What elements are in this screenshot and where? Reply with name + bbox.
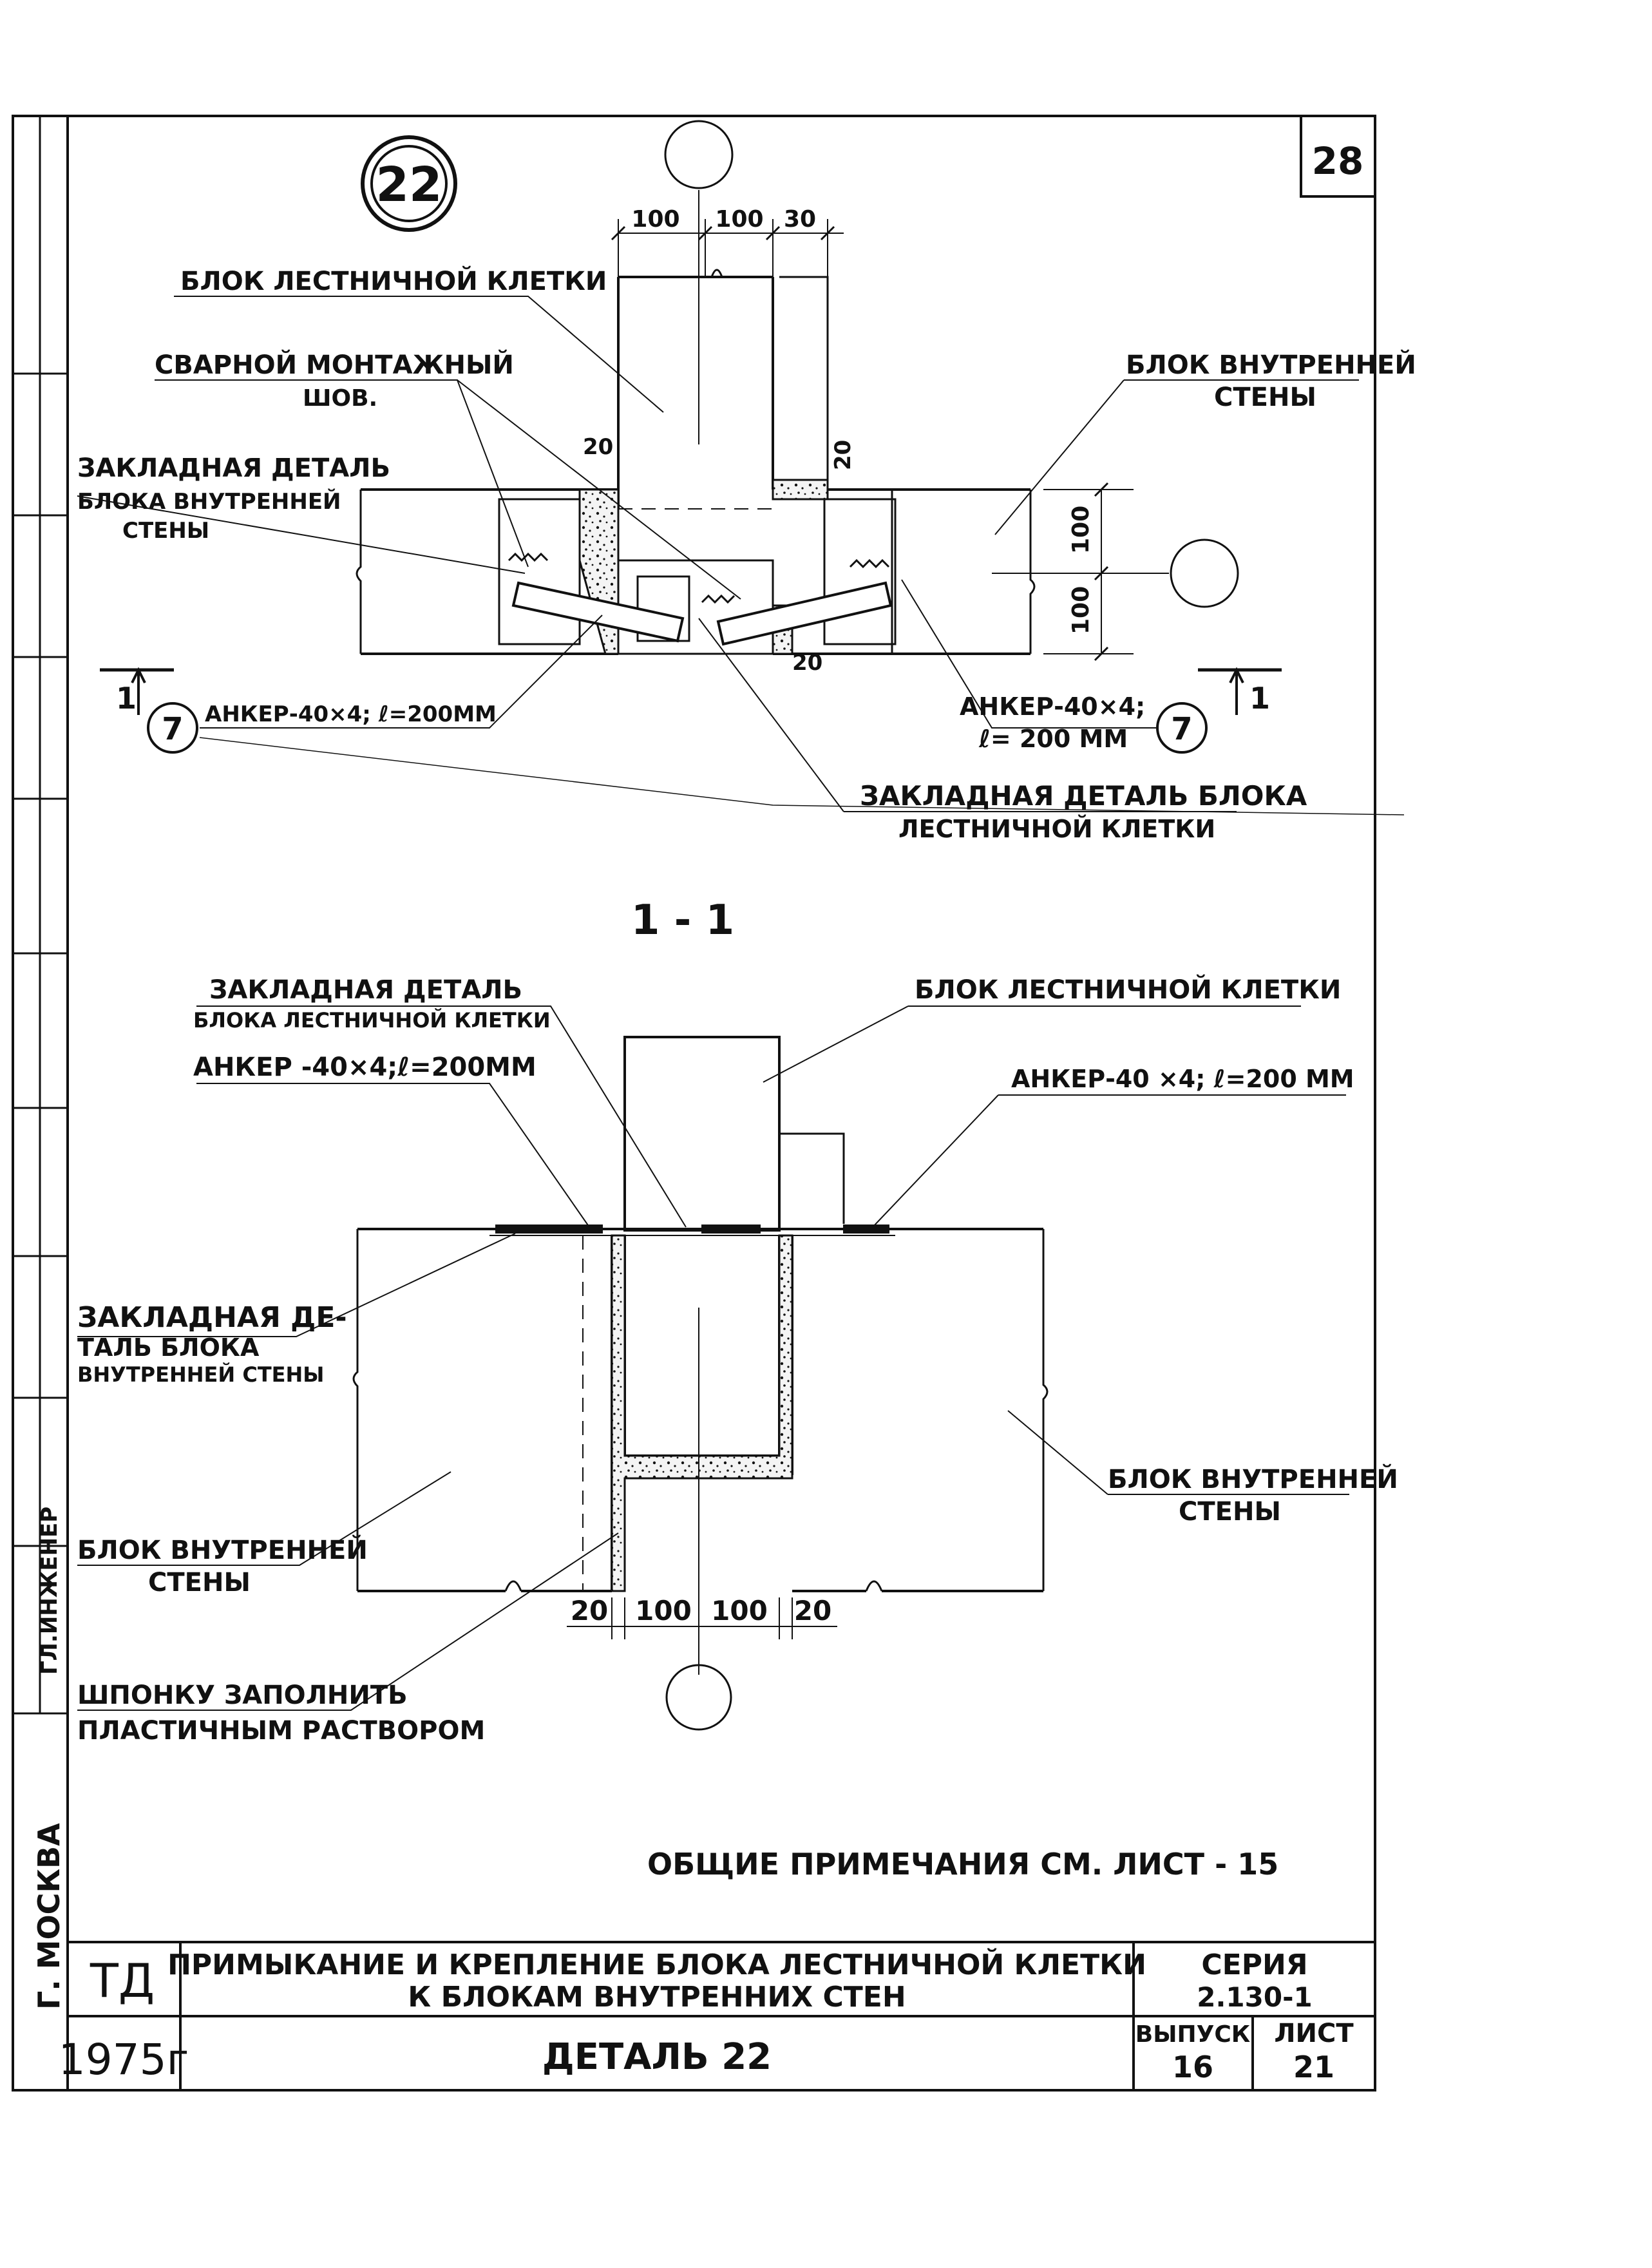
sec-dim-4: 20 (794, 1595, 831, 1626)
sec-label-embed-inner-3: ВНУТРЕННЕЙ СТЕНЫ (77, 1362, 324, 1387)
sec-dim-2: 100 (635, 1595, 692, 1626)
label-inner-wall-1: БЛОК ВНУТРЕННЕЙ (1126, 349, 1416, 380)
tb-series-value: 2.130-1 (1197, 1981, 1313, 2013)
dim-20-a: 20 (583, 434, 613, 460)
axis-circle-bottom (665, 1664, 732, 1731)
sec-label-inner-right-2: СТЕНЫ (1179, 1497, 1281, 1527)
dim-right-1: 100 (1068, 506, 1094, 554)
label-stair-block: БЛОК ЛЕСТНИЧНОЙ КЛЕТКИ (180, 265, 607, 296)
callout-7-left: 7 (162, 711, 183, 747)
tb-issue-label: ВЫПУСК (1135, 2021, 1250, 2048)
sec-label-embed-inner-2: ТАЛЬ БЛОКА (77, 1333, 260, 1362)
section-mark-left: 1 (116, 681, 137, 716)
dim-20-c: 20 (792, 650, 822, 676)
tb-org: ТД (90, 1954, 155, 2008)
label-weld-2: ШОВ. (303, 385, 377, 412)
tb-subtitle: ДЕТАЛЬ 22 (542, 2036, 772, 2078)
page-number-box: 28 (1300, 115, 1376, 198)
label-anchor-left: АНКЕР-40×4; ℓ=200ММ (205, 701, 497, 727)
tb-sheet-value: 21 (1293, 2050, 1334, 2084)
title-block-text: ТД 1975г ПРИМЫКАНИЕ И КРЕПЛЕНИЕ БЛОКА ЛЕ… (59, 1947, 1354, 2084)
plan-view (77, 120, 1405, 815)
sec-label-inner-left-1: БЛОК ВНУТРЕННЕЙ (77, 1534, 368, 1565)
sheet-frame (12, 115, 1376, 2092)
detail-number: 22 (376, 157, 442, 213)
label-embed-stair-1: ЗАКЛАДНАЯ ДЕТАЛЬ БЛОКА (860, 780, 1307, 812)
label-inner-wall-2: СТЕНЫ (1214, 383, 1316, 412)
sec-dim-3: 100 (711, 1595, 768, 1626)
callout-7-right: 7 (1171, 711, 1192, 747)
label-embed-inner-1: ЗАКЛАДНАЯ ДЕТАЛЬ (77, 453, 390, 483)
dim-top-2: 100 (715, 206, 763, 233)
title-block (68, 1941, 1375, 2090)
side-role: ГЛ.ИНЖЕНЕР (37, 1507, 62, 1675)
label-weld-1: СВАРНОЙ МОНТАЖНЫЙ (155, 349, 514, 380)
axis-circle-right (1170, 538, 1239, 608)
plan-view-labels: 100 100 30 20 20 20 100 100 1 1 7 7 БЛОК… (77, 206, 1416, 843)
sec-label-embed-inner-1: ЗАКЛАДНАЯ ДЕ- (77, 1301, 347, 1334)
sec-dim-1: 20 (571, 1595, 608, 1626)
sec-label-anchor-right: АНКЕР-40 ×4; ℓ=200 ММ (1011, 1065, 1354, 1093)
section-mark-right: 1 (1249, 681, 1270, 716)
tb-series-label: СЕРИЯ (1201, 1949, 1307, 1981)
sec-label-key-1: ШПОНКУ ЗАПОЛНИТЬ (77, 1681, 408, 1710)
label-embed-inner-2: БЛОКА ВНУТРЕННЕЙ (77, 488, 341, 515)
section-title: 1 - 1 (631, 897, 734, 944)
dim-top-3: 30 (784, 206, 816, 233)
label-embed-inner-3: СТЕНЫ (122, 518, 209, 544)
sec-label-inner-right-1: БЛОК ВНУТРЕННЕЙ (1108, 1463, 1398, 1494)
tb-sheet-label: ЛИСТ (1274, 2019, 1354, 2048)
general-notes: ОБЩИЕ ПРИМЕЧАНИЯ СМ. ЛИСТ - 15 (647, 1847, 1278, 1882)
detail-callout: 22 (361, 135, 457, 232)
label-embed-stair-2: ЛЕСТНИЧНОЙ КЛЕТКИ (898, 815, 1215, 843)
sec-label-embed-stair-1: ЗАКЛАДНАЯ ДЕТАЛЬ (209, 975, 522, 1005)
sec-label-embed-stair-2: БЛОКА ЛЕСТНИЧНОЙ КЛЕТКИ (193, 1008, 551, 1033)
side-city: Г. МОСКВА (32, 1823, 66, 2010)
sec-label-key-2: ПЛАСТИЧНЫМ РАСТВОРОМ (77, 1716, 485, 1746)
tb-year: 1975г (59, 2035, 189, 2084)
dim-top-1: 100 (631, 206, 679, 233)
section-view (77, 1005, 1349, 1731)
side-strip (13, 116, 68, 1715)
label-anchor-right-1: АНКЕР-40×4; (960, 692, 1145, 721)
section-view-labels: ЗАКЛАДНАЯ ДЕТАЛЬ БЛОКА ЛЕСТНИЧНОЙ КЛЕТКИ… (77, 974, 1398, 1746)
label-anchor-right-2: ℓ= 200 ММ (978, 725, 1128, 753)
tb-issue-value: 16 (1172, 2050, 1213, 2084)
page-number: 28 (1312, 139, 1364, 183)
tb-title-2: К БЛОКАМ ВНУТРЕННИХ СТЕН (408, 1981, 906, 2014)
axis-circle-top (664, 120, 734, 189)
sec-label-anchor-left: АНКЕР -40×4;ℓ=200ММ (193, 1053, 536, 1082)
dim-20-b: 20 (830, 440, 856, 470)
tb-title-1: ПРИМЫКАНИЕ И КРЕПЛЕНИЕ БЛОКА ЛЕСТНИЧНОЙ … (167, 1947, 1146, 1981)
sec-label-stair-block: БЛОК ЛЕСТНИЧНОЙ КЛЕТКИ (915, 974, 1341, 1005)
dim-right-2: 100 (1068, 586, 1094, 634)
sec-label-inner-left-2: СТЕНЫ (148, 1568, 251, 1597)
